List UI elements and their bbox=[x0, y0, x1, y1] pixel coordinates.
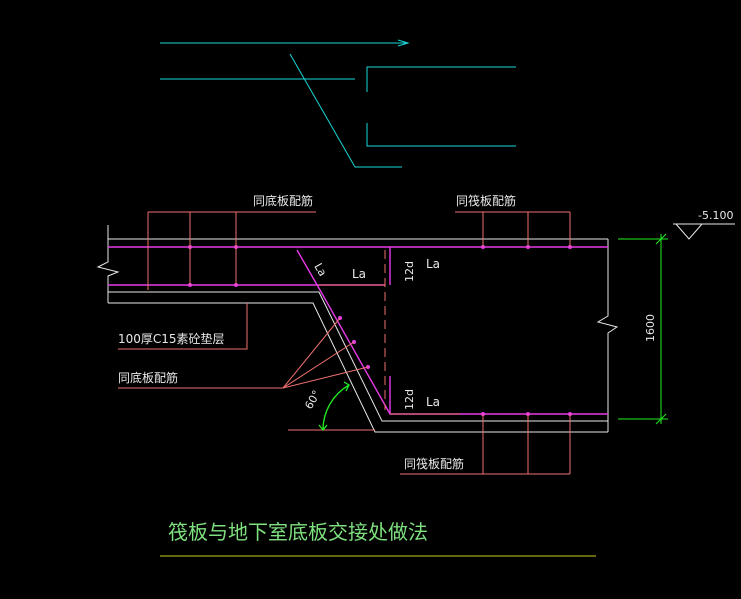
angle-arc-arrow-top bbox=[343, 381, 350, 392]
elevation-mark bbox=[673, 223, 735, 240]
label-la-bottom: La bbox=[426, 395, 440, 409]
legend-bracket-upper bbox=[366, 66, 516, 92]
label-left-bottom-rebar: 同底板配筋 bbox=[118, 370, 178, 385]
label-12d-top: 12d bbox=[403, 261, 416, 282]
legend-symbol bbox=[160, 39, 516, 168]
rebar-slope bbox=[296, 249, 608, 415]
label-elevation: -5.100 bbox=[698, 209, 733, 222]
label-angle: 60° bbox=[302, 388, 323, 411]
legend-bracket-lower bbox=[366, 123, 516, 147]
right-break-line bbox=[596, 239, 619, 432]
label-la-top-right: La bbox=[426, 257, 440, 271]
slab-bottom-outer bbox=[108, 291, 608, 422]
leader-cushion bbox=[118, 303, 248, 350]
label-la-top-mid: La bbox=[352, 267, 366, 281]
angle-arc-arrow-bottom bbox=[318, 424, 328, 432]
rebar-dots bbox=[188, 245, 572, 416]
legend-arrow-top bbox=[397, 39, 410, 47]
dimension-1600 bbox=[618, 233, 668, 425]
legend-diagonal bbox=[289, 53, 402, 168]
label-dim-height: 1600 bbox=[644, 314, 657, 342]
cushion-bottom bbox=[108, 302, 608, 433]
drawing-title: 筏板与地下室底板交接处做法 bbox=[168, 520, 428, 544]
concrete-outline bbox=[96, 225, 619, 433]
dim-tick-top bbox=[655, 233, 667, 245]
label-la-slant: La bbox=[311, 261, 329, 279]
angle-arc bbox=[322, 384, 350, 431]
left-break-line bbox=[96, 225, 120, 303]
label-bottom-right-rebar: 同筏板配筋 bbox=[404, 456, 464, 471]
leader-lb-3 bbox=[282, 366, 369, 389]
label-top-left-rebar: 同底板配筋 bbox=[253, 193, 313, 208]
leader-lb-1 bbox=[282, 317, 341, 389]
label-12d-bottom: 12d bbox=[403, 389, 416, 410]
label-cushion-layer: 100厚C15素砼垫层 bbox=[118, 331, 225, 346]
elevation-triangle bbox=[675, 223, 703, 240]
leader-lb-2 bbox=[282, 341, 355, 389]
label-top-right-rebar: 同筏板配筋 bbox=[456, 193, 516, 208]
leader-lines bbox=[118, 211, 571, 475]
dim-tick-bottom bbox=[655, 413, 667, 425]
